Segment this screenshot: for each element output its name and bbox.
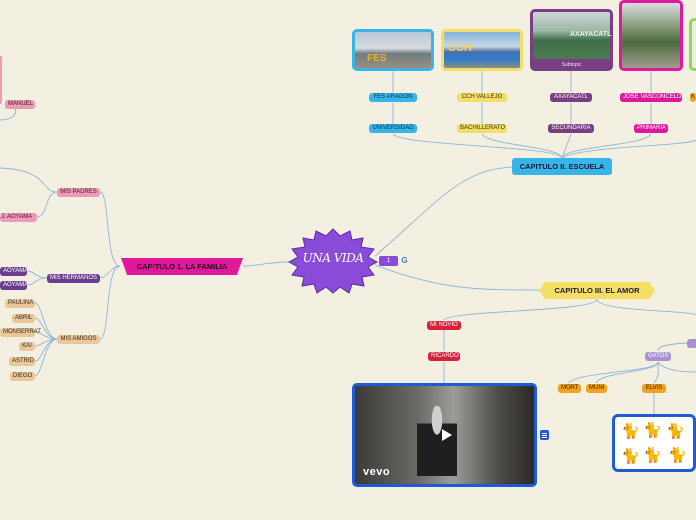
photo-cch-sign: CCH [448,42,472,54]
comment-count: 1 [386,258,391,264]
family-siblings[interactable]: MIS HERMANOS [47,274,100,283]
google-icon[interactable]: G [401,256,408,265]
cat-white-icon: 🐈 [668,447,687,464]
school-fes-aragon[interactable]: FES ARAGON [369,93,417,102]
love-ricardo[interactable]: RICARDO [428,352,460,361]
photo-fes-aragon[interactable]: FES [352,29,434,71]
love-cats[interactable]: GATOS [645,352,671,361]
school-edge-node[interactable]: K [690,93,696,102]
school-level-highschool[interactable]: BACHILLERATO [457,124,507,133]
cat-brown-icon: 🐈 [666,423,685,440]
cats-image[interactable]: 🐈 🐈 🐈 🐈 🐈 🐈 [612,414,696,472]
comment-icon[interactable]: 1 [379,256,398,266]
school-level-university[interactable]: UNIVERSIDAD [369,124,417,133]
love-boyfriend[interactable]: MI NOVIO [427,321,461,330]
school-axayacatl[interactable]: AXAYACATL [550,93,592,102]
chapter-1-family[interactable]: CAPITULO 1. LA FAMILIA [121,258,243,275]
note-icon[interactable] [540,430,549,440]
friend-4[interactable]: KAI [19,342,35,351]
cat-ginger-icon: 🐈 [643,447,662,464]
cat-orange-icon: 🐈 [621,423,640,440]
friend-2[interactable]: ABRIL [12,314,35,323]
photo-fes-sign: FES [367,53,387,64]
family-friends[interactable]: MIS AMIGOS [57,335,100,344]
cat-mort[interactable]: MORT [558,384,581,393]
photo-axayacatl-image [533,12,610,59]
photo-axayacatl[interactable]: AXAYACATL Subtopic [530,9,613,71]
school-jose-vasconcelos[interactable]: JOSE VASCONCELOS [620,93,686,102]
cat-gray-icon: 🐈 [621,448,640,465]
school-level-primary[interactable]: PRIMARIA [634,124,668,133]
friend-1[interactable]: PAULINA [5,299,35,308]
partial-node-right [687,339,696,348]
photo-partial-right[interactable] [689,18,696,71]
photo-fes-image [355,32,431,68]
partial-card-top-left [0,56,2,104]
cat-tabby-icon: 🐈 [643,422,662,439]
photo-caption: Subtopic [561,62,582,68]
friend-3[interactable]: MONSERRAT [0,328,41,337]
cat-elvis[interactable]: ELVIS [642,384,666,393]
school-cch-vallejo[interactable]: CCH VALLEJO [457,93,507,102]
photo-vasconcelos[interactable] [619,0,683,71]
photo-partial-right-image [692,21,696,68]
video-brand: vevo [363,466,391,478]
photo-vasconcelos-image [622,3,680,68]
cat-muni[interactable]: MUNI [586,384,607,393]
photo-cch-vallejo[interactable]: CCH [441,29,523,71]
photo-cch-image [444,32,520,68]
sibling-2[interactable]: AOYAMA [0,281,28,290]
play-icon[interactable] [442,429,452,441]
photo-axayacatl-sign: AXAYACATL [570,31,612,38]
chapter-3-love[interactable]: CAPITULO III. EL AMOR [539,282,655,299]
school-level-secondary[interactable]: SECUNDARIA [548,124,594,133]
central-title: UNA VIDA [302,251,364,265]
sibling-1[interactable]: AOYAMA [0,267,28,276]
friend-6[interactable]: DIEGO [10,372,35,381]
video-player[interactable]: vevo [352,383,537,487]
video-figures [417,406,457,476]
parent-aoyama[interactable]: J. AOYAMA [0,213,37,222]
family-parents[interactable]: MIS PADRES [57,188,100,197]
friend-5[interactable]: ASTRID [9,357,35,366]
central-node[interactable] [288,228,378,294]
chapter-2-school[interactable]: CAPITULO II. ESCUELA [512,158,612,175]
parent-manuel[interactable]: MANUEL [5,100,35,109]
